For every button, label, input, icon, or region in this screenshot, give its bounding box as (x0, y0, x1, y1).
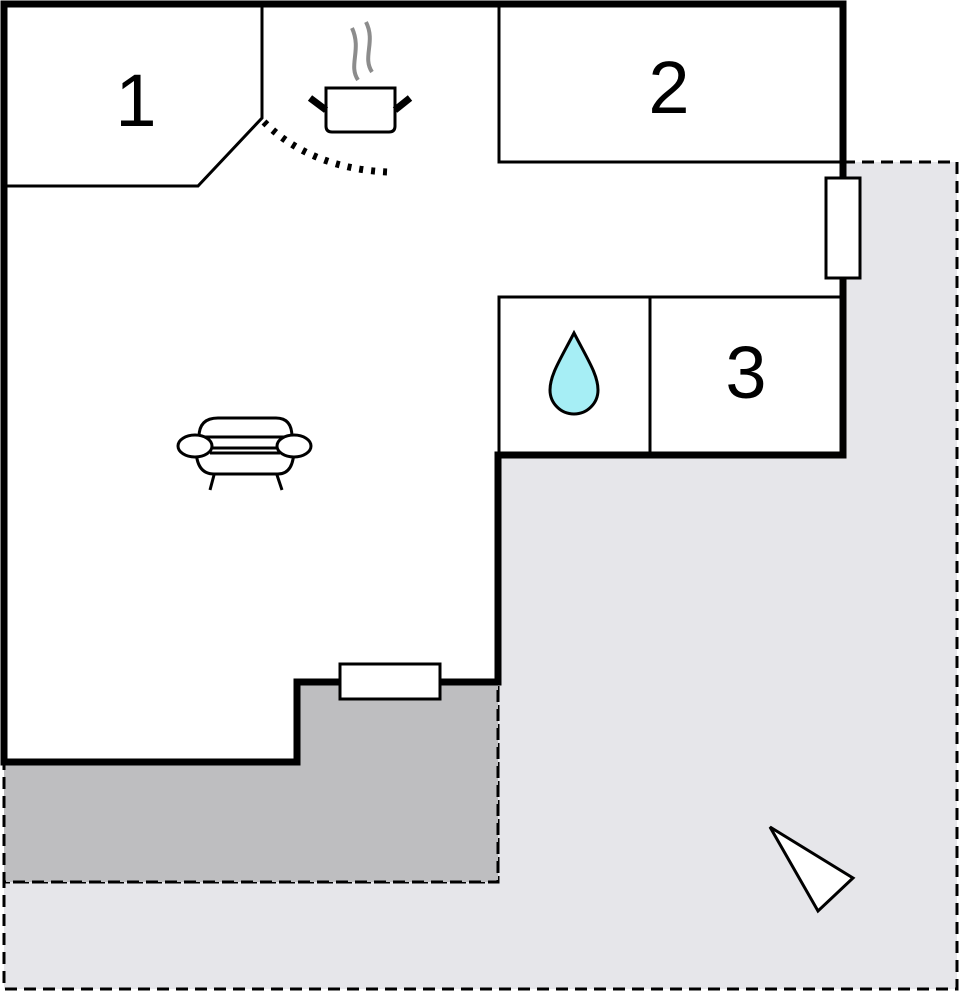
north-arrow-icon (768, 825, 856, 914)
room-1-label: 1 (115, 59, 156, 142)
room-2-wall (497, 4, 843, 164)
sofa-icon (176, 416, 313, 491)
room-3-label: 3 (725, 331, 766, 414)
room-1-wall (4, 4, 264, 188)
cooking-pot-icon (307, 21, 413, 134)
window-bottom (338, 662, 442, 701)
kitchen-counter-arc (261, 119, 388, 176)
window-right (824, 176, 862, 280)
room-2-label: 2 (648, 46, 689, 129)
water-drop-icon (548, 329, 600, 416)
interior-floor (4, 4, 843, 762)
outer-walls (0, 0, 847, 766)
